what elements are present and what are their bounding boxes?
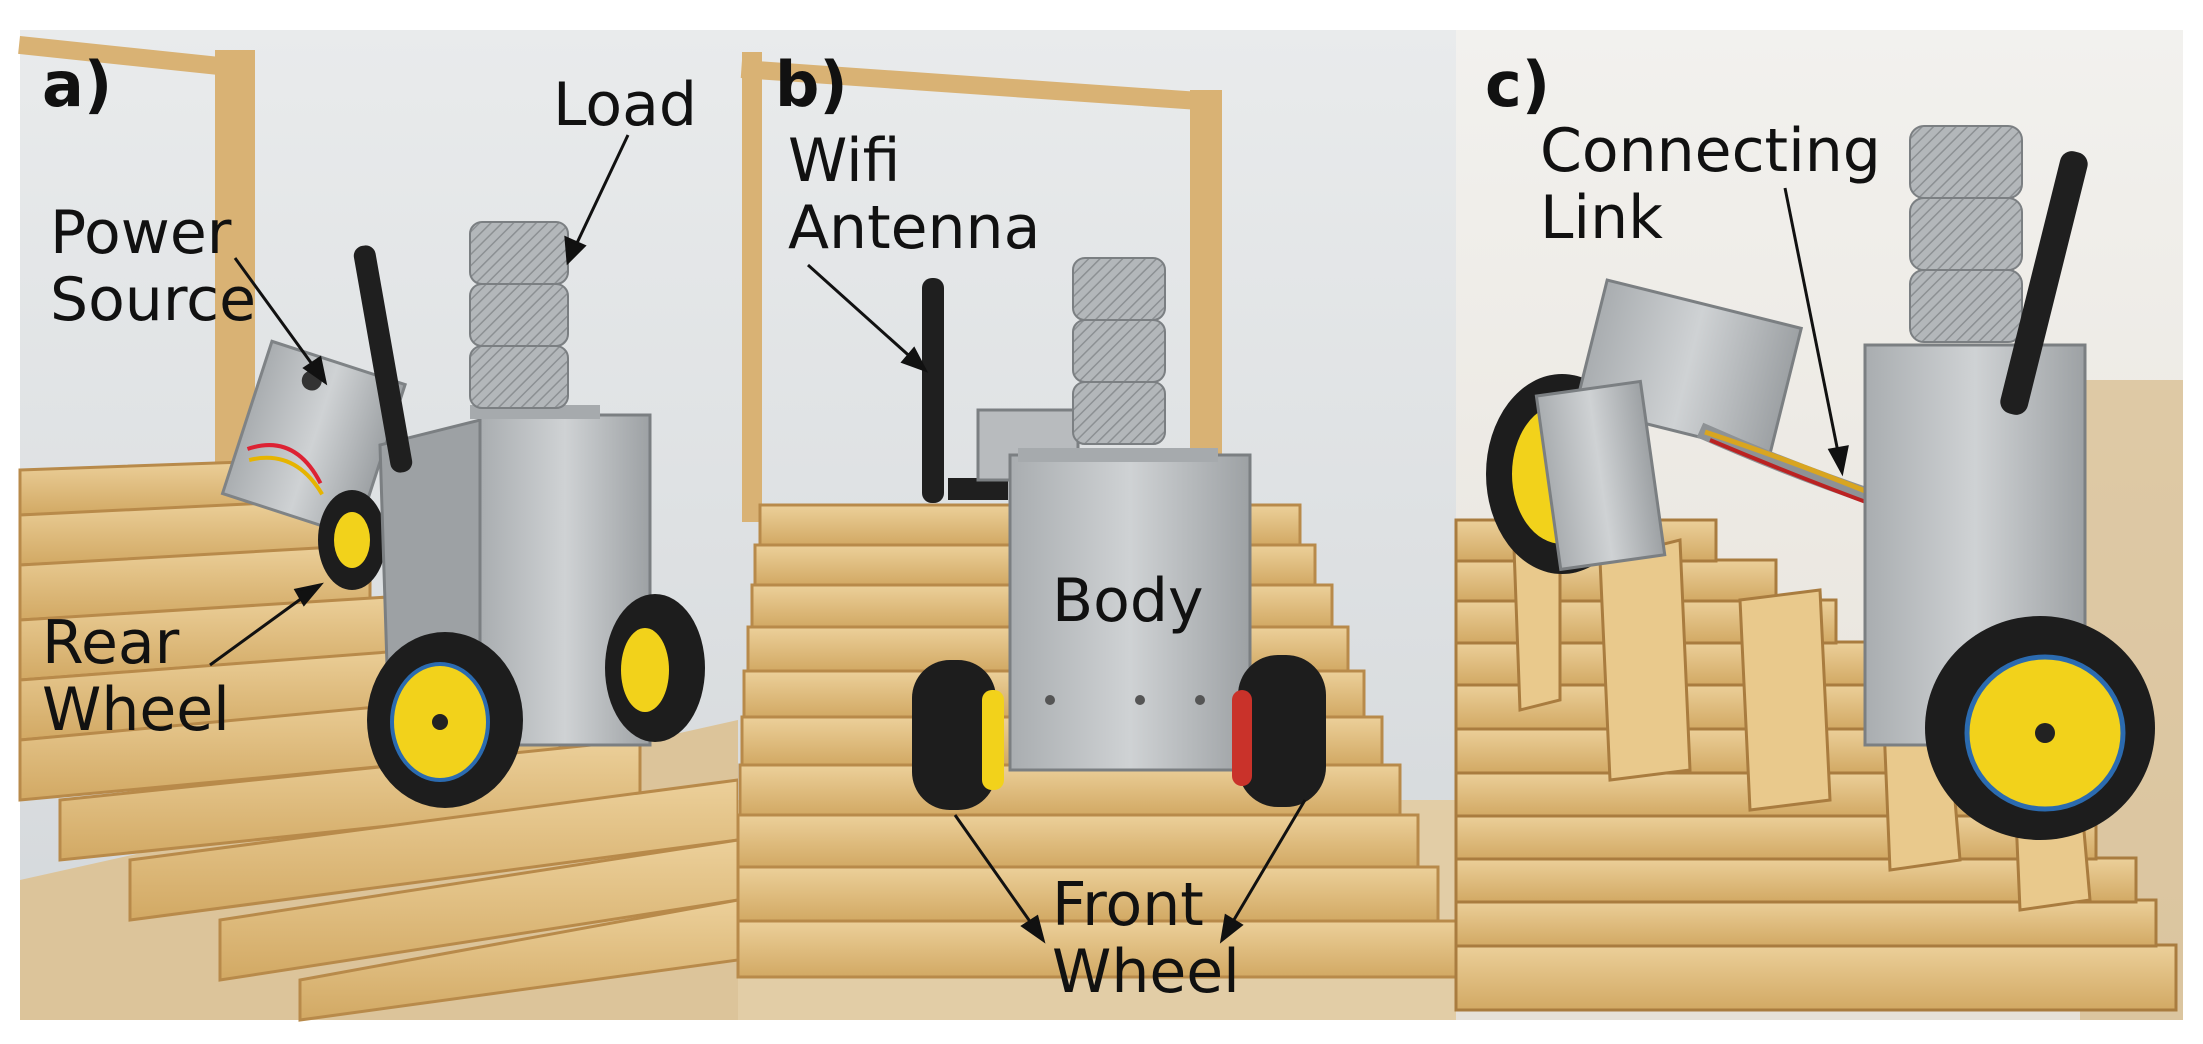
label-body: Body bbox=[1052, 566, 1204, 636]
panel-a bbox=[18, 30, 740, 1022]
panel-c bbox=[1454, 30, 2183, 1020]
label-power-source: Power Source bbox=[50, 198, 257, 336]
label-rear-wheel: Rear Wheel bbox=[42, 608, 230, 746]
label-connecting-link: Connecting Link bbox=[1540, 116, 1881, 254]
label-load: Load bbox=[553, 70, 697, 140]
label-front-wheel: Front Wheel bbox=[1052, 870, 1240, 1008]
annotation-arrows bbox=[209, 134, 1849, 944]
panel-label-b: b) bbox=[775, 48, 848, 121]
panel-label-c: c) bbox=[1485, 48, 1551, 121]
panel-label-a: a) bbox=[42, 48, 113, 121]
label-wifi-antenna: Wifi Antenna bbox=[788, 126, 1041, 264]
